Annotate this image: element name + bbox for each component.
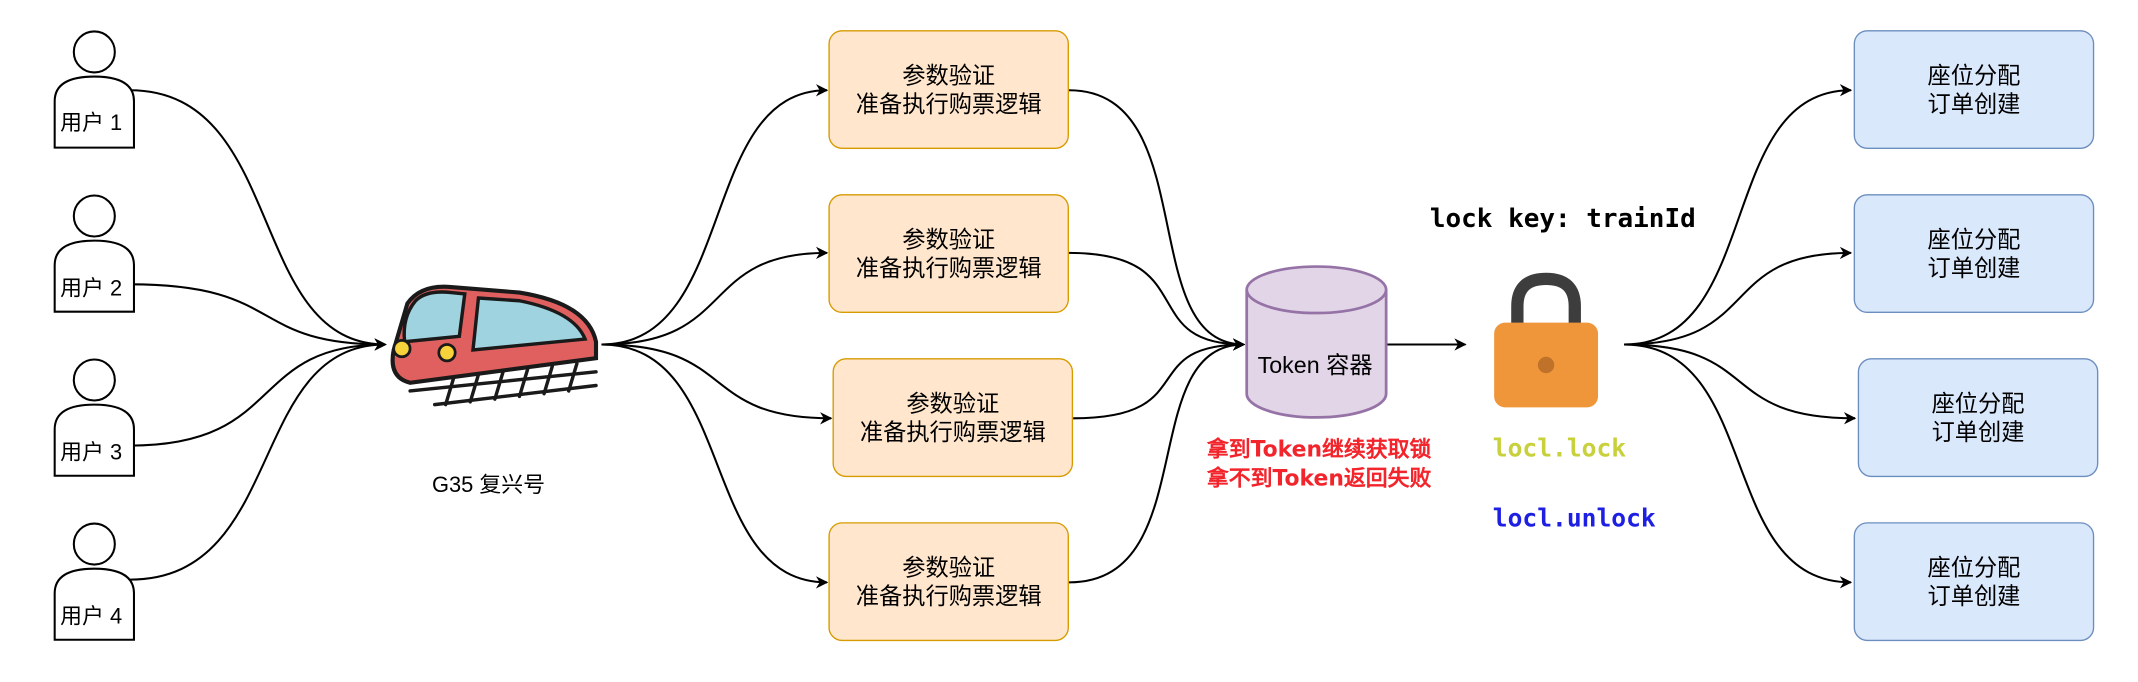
connector-val4-token — [1068, 338, 1246, 584]
train-label: G35 复兴号 — [431, 474, 546, 498]
result-title: 座位分配 — [1927, 62, 2021, 89]
connector-layer — [129, 84, 1857, 589]
result-subtitle: 订单创建 — [1927, 90, 2021, 117]
user-label: 用户 2 — [57, 269, 125, 303]
result-title: 座位分配 — [1927, 226, 2021, 253]
user-label: 用户 3 — [57, 433, 125, 467]
lock-key-label: lock key: trainId — [1429, 203, 1696, 234]
connector-train-val3 — [601, 343, 833, 425]
padlock-icon — [1494, 272, 1599, 408]
result-subtitle: 订单创建 — [1927, 254, 2021, 281]
validation-title: 参数验证 — [902, 62, 996, 89]
lock-call-label: locl.lock — [1492, 434, 1627, 464]
connector-val2-token — [1068, 251, 1246, 351]
connector-train-val2 — [601, 246, 829, 346]
token-cylinder — [1245, 265, 1388, 419]
validation-title: 参数验证 — [906, 390, 1000, 417]
result-box: 座位分配 订单创建 — [1853, 522, 2095, 642]
result-box: 座位分配 订单创建 — [1853, 30, 2095, 150]
connector-lock-res4 — [1623, 343, 1853, 589]
validation-box: 参数验证 准备执行购票逻辑 — [828, 194, 1069, 314]
validation-title: 参数验证 — [902, 554, 996, 581]
connector-user1-train — [129, 89, 387, 351]
actor-layer — [53, 30, 1599, 641]
result-box: 座位分配 订单创建 — [1853, 194, 2095, 314]
result-subtitle: 订单创建 — [1927, 583, 2021, 609]
connector-lock-res2 — [1623, 246, 1853, 346]
token-container-label: Token 容器 — [1257, 352, 1373, 379]
unlock-call-label: locl.unlock — [1492, 504, 1656, 534]
flow-diagram: 用户 1 用户 2 用户 3 用户 4 G35 复兴号 参数验证 准备执行购票逻… — [53, 30, 2099, 642]
validation-subtitle: 准备执行购票逻辑 — [855, 583, 1042, 609]
validation-title: 参数验证 — [902, 226, 996, 253]
token-note-line: 拿不到Token返回失败 — [1206, 464, 1432, 491]
connector-train-val4 — [601, 343, 829, 589]
connector-train-val1 — [601, 84, 829, 346]
connector-lock-res3 — [1623, 343, 1857, 425]
connector-user2-train — [129, 283, 387, 351]
validation-box: 参数验证 准备执行购票逻辑 — [828, 30, 1069, 150]
validation-box: 参数验证 准备执行购票逻辑 — [832, 358, 1074, 478]
connector-lock-res1 — [1623, 84, 1853, 346]
connector-user4-train — [129, 338, 387, 581]
validation-subtitle: 准备执行购票逻辑 — [859, 418, 1046, 445]
validation-subtitle: 准备执行购票逻辑 — [855, 90, 1042, 117]
result-title: 座位分配 — [1931, 390, 2025, 417]
user-label: 用户 1 — [57, 103, 125, 137]
validation-box: 参数验证 准备执行购票逻辑 — [828, 522, 1069, 642]
connector-val3-token — [1073, 338, 1246, 420]
validation-subtitle: 准备执行购票逻辑 — [855, 254, 1042, 281]
user-label: 用户 4 — [57, 597, 125, 631]
result-title: 座位分配 — [1927, 554, 2021, 581]
result-box: 座位分配 订单创建 — [1857, 358, 2099, 478]
token-note-line: 拿到Token继续获取锁 — [1206, 436, 1432, 463]
token-note: 拿到Token继续获取锁 拿不到Token返回失败 — [1192, 435, 1446, 492]
result-subtitle: 订单创建 — [1931, 418, 2025, 445]
connector-user3-train — [129, 338, 387, 447]
connector-val1-token — [1068, 89, 1246, 351]
train-icon — [390, 284, 599, 407]
